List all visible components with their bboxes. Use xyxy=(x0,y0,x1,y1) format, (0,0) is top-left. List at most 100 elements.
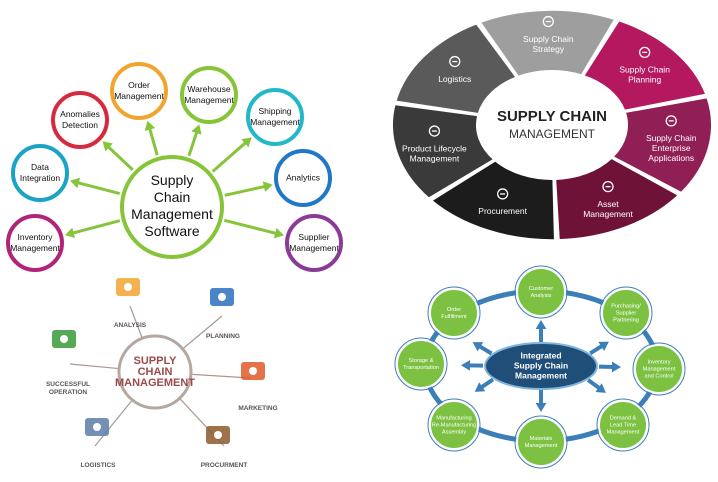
radial-item-label-line: MARKETING xyxy=(238,405,277,412)
software-arrow xyxy=(187,128,200,157)
integrated-node-outline xyxy=(427,398,481,452)
integrated-node-label-line: Lead Time xyxy=(610,422,636,428)
ring-segment-label-line: Asset xyxy=(597,199,619,209)
software-arrow xyxy=(69,219,121,236)
software-node-label-line: Data xyxy=(31,162,49,172)
team-gears-icon xyxy=(210,288,234,306)
integrated-node-label-line: Purchasing/ xyxy=(611,303,641,309)
software-arrow xyxy=(147,125,159,156)
ring-segment-label-line: Supply Chain xyxy=(646,133,697,143)
ring-segment-label-line: Strategy xyxy=(532,44,564,54)
integrated-node-label-line: Supplier xyxy=(616,310,637,316)
software-node-circle xyxy=(11,144,69,202)
integrated-node-label-line: Inventory xyxy=(647,359,670,365)
software-node-circle xyxy=(246,88,304,146)
software-node-circle xyxy=(51,91,109,149)
ring-segment xyxy=(394,22,519,116)
software-node-circle xyxy=(274,149,332,207)
integrated-node-label-line: Storage & xyxy=(409,358,434,364)
paperclip-icon xyxy=(542,15,554,28)
software-node-label-line: Inventory xyxy=(18,232,54,242)
ring-center-title: SUPPLY CHAIN xyxy=(497,108,607,125)
integrated-node-label-line: Manufacturing xyxy=(436,415,471,421)
ring-segment xyxy=(429,159,556,242)
software-arrow-head xyxy=(262,181,273,192)
integrated-node-label-line: Partnering xyxy=(613,317,639,323)
radial-item-label: LOGISTICS xyxy=(80,462,116,469)
software-arrow-head xyxy=(70,177,81,189)
software-node-label-line: Management xyxy=(289,243,339,253)
integrated-node-label-line: Fulfillment xyxy=(441,314,467,320)
software-node-label-line: Management xyxy=(114,91,164,101)
integrated-node-outline xyxy=(394,337,448,391)
ring-segment xyxy=(391,103,496,200)
ring-segment-label-line: Management xyxy=(410,153,460,163)
integrated-center-text-line: Management xyxy=(515,370,567,380)
integrated-node-label-line: Order xyxy=(447,307,461,313)
radial-center-text-line: CHAIN xyxy=(138,366,173,378)
integrated-node-label-line: Transportation xyxy=(403,365,439,371)
integrated-node-label-line: Re-Manufacturing xyxy=(432,422,476,428)
software-node-circle xyxy=(180,66,238,124)
software-center-text-line: Management xyxy=(131,206,213,222)
integrated-node xyxy=(516,417,566,467)
lock-icon xyxy=(665,115,677,127)
software-node-label-line: Management xyxy=(184,95,234,105)
software-node-label-line: Warehouse xyxy=(187,84,230,94)
software-arrow xyxy=(224,184,269,197)
integrated-arrow-head xyxy=(595,383,606,393)
radial-item-label: ANALYSIS xyxy=(114,322,147,329)
software-node-label-line: Analytics xyxy=(286,172,320,182)
handshake-icon xyxy=(206,426,230,444)
integrated-node-label: Storage &Transportation xyxy=(403,358,439,371)
integrated-node-outline xyxy=(514,265,568,319)
software-node-label-line: Integration xyxy=(20,173,60,183)
software-node-label-line: Detection xyxy=(62,120,98,130)
integrated-node xyxy=(429,288,479,338)
radial-item-label-line: OPERATION xyxy=(49,389,87,396)
share-icon xyxy=(449,55,461,68)
radial-item-label-line: LOGISTICS xyxy=(80,462,116,469)
ring-segment-label-line: Procurement xyxy=(478,206,527,216)
software-node-label-line: Order xyxy=(128,80,150,90)
integrated-node xyxy=(634,344,684,394)
software-arrow-head xyxy=(191,124,202,135)
software-node-label-line: Management xyxy=(10,243,60,253)
software-center-text-line: Supply xyxy=(151,172,194,188)
integrated-node xyxy=(516,267,566,317)
software-center-text-line: Software xyxy=(144,223,199,239)
ring-center xyxy=(480,74,624,176)
ring-segment-label-line: Planning xyxy=(628,75,661,85)
ring-segment-label-line: Logistics xyxy=(438,74,471,84)
radial-item-label: MARKETING xyxy=(238,405,277,412)
ring-segment-label-line: Supply Chain xyxy=(619,65,670,75)
integrated-arrow-head xyxy=(535,320,547,329)
software-center-text-line: Chain xyxy=(154,189,191,205)
software-arrow-head xyxy=(64,227,76,239)
software-arrow-head xyxy=(144,120,156,131)
radial-item-label-line: SUCCESSFUL xyxy=(46,381,90,388)
integrated-node xyxy=(601,288,651,338)
integrated-node xyxy=(598,400,648,450)
software-arrow xyxy=(74,180,121,195)
integrated-node-label-line: Analysis xyxy=(531,293,552,299)
software-arrow xyxy=(105,143,134,171)
drone-icon xyxy=(85,418,109,436)
software-arrow-head xyxy=(241,137,252,148)
bar-chart-icon xyxy=(638,46,651,59)
